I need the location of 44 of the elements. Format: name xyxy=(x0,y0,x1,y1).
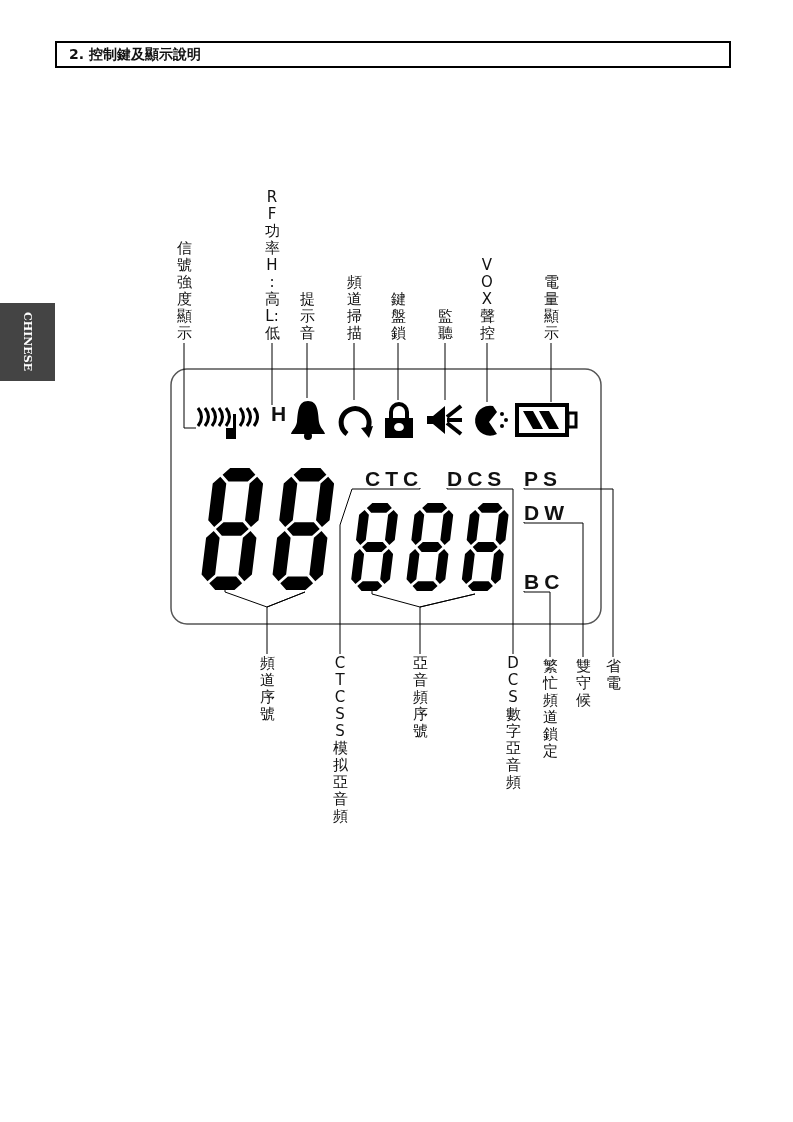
leader-line xyxy=(444,342,446,401)
leader-line xyxy=(371,590,476,655)
callout-label: VOX 聲控 xyxy=(479,257,495,342)
leader-line xyxy=(271,342,273,406)
leader-line xyxy=(523,487,614,658)
leader-line xyxy=(446,487,514,655)
leader-line xyxy=(353,342,355,401)
seven-segment-digits xyxy=(350,503,510,591)
callout-label: 監聽 xyxy=(437,308,453,342)
callout-label: 頻道掃描 xyxy=(346,274,362,342)
display-indicator: DW xyxy=(524,504,569,522)
callout-label: 鍵盤鎖 xyxy=(390,291,406,342)
leader-line xyxy=(306,342,308,399)
leader-line xyxy=(523,521,584,658)
callout-label: RF 功率 H: 高 L: 低 xyxy=(264,189,280,342)
callout-label: 繁忙頻道鎖定 xyxy=(542,658,558,760)
display-indicator: CTC xyxy=(365,470,424,488)
side-tab: CHINESE xyxy=(0,303,55,381)
lock-icon xyxy=(383,400,415,440)
leader-line xyxy=(486,342,488,403)
display-indicator: BC xyxy=(524,573,565,591)
heading-bar: 2. 控制鍵及顯示說明 xyxy=(55,41,731,68)
lcd-panel xyxy=(170,368,602,625)
leader-line xyxy=(339,487,421,655)
bell-icon xyxy=(290,398,326,440)
leader-line xyxy=(224,589,306,655)
battery-icon xyxy=(515,402,579,438)
leader-line xyxy=(523,590,551,658)
leader-line xyxy=(550,342,552,403)
callout-label: CTCSS 模拟亞音頻 xyxy=(332,655,348,825)
callout-label: 亞音頻序號 xyxy=(412,655,428,740)
callout-label: DCS 數字亞音頻 xyxy=(505,655,521,791)
leader-line xyxy=(397,342,399,401)
callout-label: 電量顯示 xyxy=(543,274,559,342)
callout-label: 提示音 xyxy=(299,291,315,342)
callout-label: 頻道序號 xyxy=(259,655,275,723)
display-indicator: H xyxy=(271,405,292,423)
callout-label: 雙守候 xyxy=(575,658,591,709)
leader-line xyxy=(183,342,197,429)
display-indicator: DCS xyxy=(447,470,507,488)
callout-label: 信號強度顯示 xyxy=(176,240,192,342)
seven-segment-digits xyxy=(200,468,336,590)
display-indicator: PS xyxy=(524,470,562,488)
callout-label: 省電 xyxy=(605,658,621,692)
